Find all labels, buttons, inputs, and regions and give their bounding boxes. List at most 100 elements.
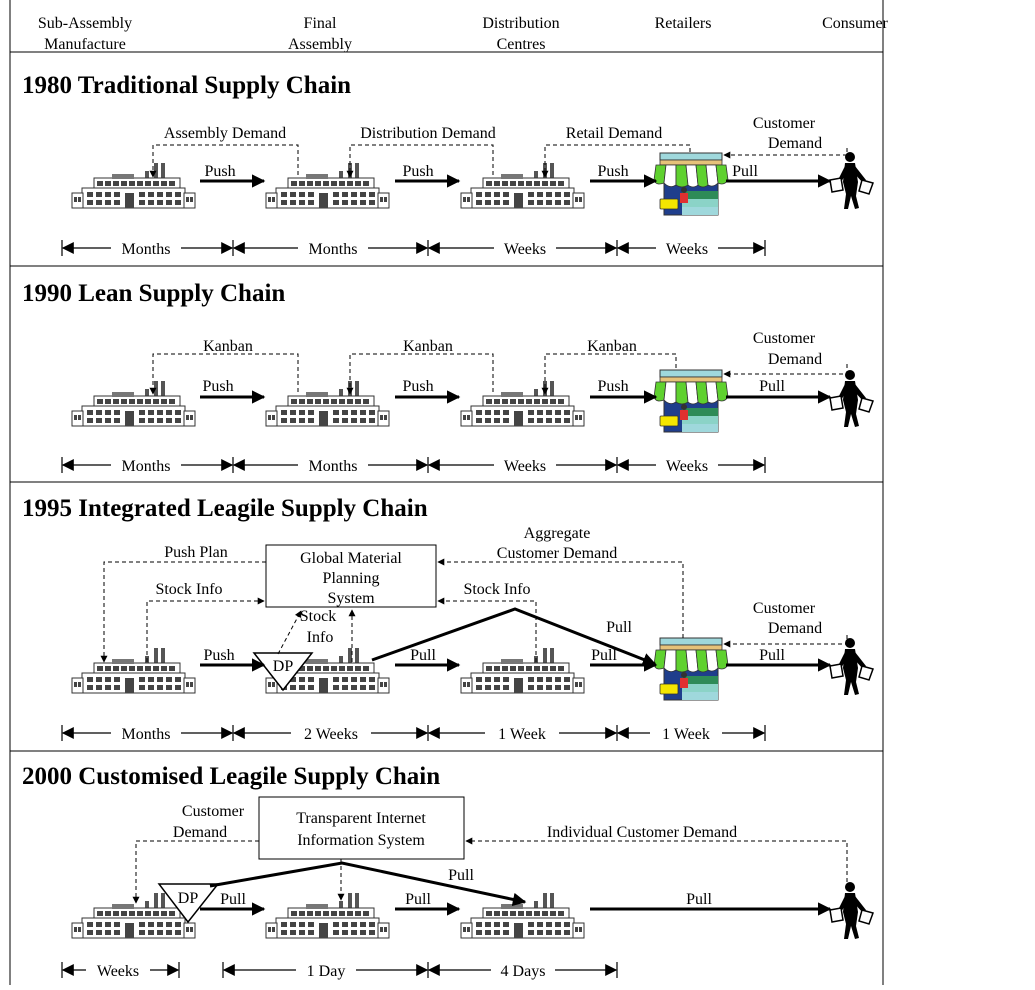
push-plan-label: Push Plan [164, 544, 228, 561]
stage-sub-assembly-line2: Manufacture [44, 36, 126, 53]
flow-label: Pull [686, 891, 712, 908]
panel-title: 1990 Lean Supply Chain [22, 280, 285, 307]
factory-icon [71, 162, 196, 209]
shop-icon [653, 369, 729, 433]
consumer-icon [829, 881, 874, 940]
stock-info-label-line2: Info [307, 629, 334, 646]
panel-title: 2000 Customised Leagile Supply Chain [22, 763, 440, 790]
panel-1995-integrated-leagile: 1995 Integrated Leagile Supply Chain DP … [22, 495, 874, 743]
timeline-label: Weeks [666, 241, 708, 258]
retail-demand-label: Retail Demand [566, 125, 662, 142]
global-material-planning-box [265, 544, 437, 608]
customer-demand-label-line1: Customer [753, 600, 816, 617]
kanban-label: Kanban [587, 338, 637, 355]
factory-icon [460, 380, 585, 427]
timeline-label: Weeks [504, 241, 546, 258]
timeline-label: Months [122, 458, 171, 475]
customer-demand-label-line2: Demand [768, 351, 822, 368]
timeline-label: Months [309, 241, 358, 258]
timeline-label: Months [309, 458, 358, 475]
stage-distribution-line1: Distribution [482, 15, 559, 32]
system-box-line1: Transparent Internet [296, 810, 426, 827]
system-box-line1: Global Material [300, 550, 402, 567]
flow-label: Push [402, 378, 433, 395]
aggregate-label-line2: Customer Demand [497, 545, 617, 562]
flow-label: Pull [405, 891, 431, 908]
aggregate-label-line1: Aggregate [524, 525, 591, 542]
timeline-label: 1 Week [498, 726, 546, 743]
customer-demand-label-line2: Demand [173, 824, 227, 841]
factory-icon [265, 162, 390, 209]
factory-icon [460, 647, 585, 694]
distribution-demand-label: Distribution Demand [360, 125, 496, 142]
timeline-label: Months [122, 241, 171, 258]
panel-title: 1980 Traditional Supply Chain [22, 72, 351, 99]
system-box-line2: Planning [323, 570, 380, 587]
flow-label: Pull [410, 647, 436, 664]
timeline-label: Weeks [666, 458, 708, 475]
timeline-label: 1 Day [307, 963, 346, 980]
customer-demand-label-line2: Demand [768, 135, 822, 152]
factory-icon [71, 647, 196, 694]
flow-label: Push [597, 163, 628, 180]
stage-sub-assembly-line1: Sub-Assembly [38, 15, 132, 32]
timeline-label: 1 Week [662, 726, 710, 743]
consumer-icon [829, 369, 874, 428]
stage-final-assembly-line2: Assembly [288, 36, 352, 53]
assembly-demand-label: Assembly Demand [164, 125, 286, 142]
factory-icon [460, 162, 585, 209]
flow-label: Push [203, 647, 234, 664]
factory-icon [265, 892, 390, 939]
timeline-label: 4 Days [501, 963, 546, 980]
panel-1980-traditional: 1980 Traditional Supply Chain Assembly D… [22, 72, 874, 258]
flow-label: Pull [220, 891, 246, 908]
flow-label: Push [597, 378, 628, 395]
dp-label: DP [273, 658, 294, 675]
shop-icon [653, 637, 729, 701]
timeline-label: Weeks [504, 458, 546, 475]
customer-demand-label-line2: Demand [768, 620, 822, 637]
timeline-label: Months [122, 726, 171, 743]
flow-label: Pull [759, 378, 785, 395]
stage-distribution-line2: Centres [497, 36, 546, 53]
flow-label: Push [202, 378, 233, 395]
flow-label: Pull [448, 867, 474, 884]
factory-icon [71, 380, 196, 427]
transparent-internet-system-box [258, 796, 465, 860]
dp-label: DP [178, 890, 199, 907]
frame [9, 0, 884, 985]
shop-icon [653, 152, 729, 216]
stock-info-label: Stock Info [155, 581, 222, 598]
flow-label: Push [402, 163, 433, 180]
stage-header: Sub-Assembly Manufacture Final Assembly … [38, 15, 889, 53]
flow-label: Pull [732, 163, 758, 180]
factory-icon [460, 892, 585, 939]
flow-label: Pull [591, 647, 617, 664]
kanban-label: Kanban [403, 338, 453, 355]
decoupling-point-marker: DP [157, 883, 220, 924]
panel-1990-lean: 1990 Lean Supply Chain Kanban Kanban Kan… [22, 280, 874, 475]
stock-info-label-line1: Stock [300, 608, 336, 625]
consumer-icon [829, 637, 874, 696]
customer-demand-label-line1: Customer [753, 115, 816, 132]
system-box-line2: Information System [297, 832, 425, 849]
kanban-label: Kanban [203, 338, 253, 355]
customer-demand-label-line1: Customer [753, 330, 816, 347]
timeline-label: Weeks [97, 963, 139, 980]
customer-demand-label-line1: Customer [182, 803, 245, 820]
panel-title: 1995 Integrated Leagile Supply Chain [22, 495, 428, 522]
factory-icon [265, 380, 390, 427]
stage-retailers: Retailers [655, 15, 712, 32]
system-box-line3: System [327, 590, 375, 607]
flow-label: Pull [759, 647, 785, 664]
stock-info-label: Stock Info [463, 581, 530, 598]
flow-label: Pull [606, 619, 632, 636]
flow-label: Push [204, 163, 235, 180]
timeline-label: 2 Weeks [304, 726, 358, 743]
stage-final-assembly-line1: Final [304, 15, 337, 32]
consumer-icon [829, 151, 874, 210]
decoupling-point-marker: DP [252, 652, 314, 692]
stage-consumer: Consumer [822, 15, 888, 32]
